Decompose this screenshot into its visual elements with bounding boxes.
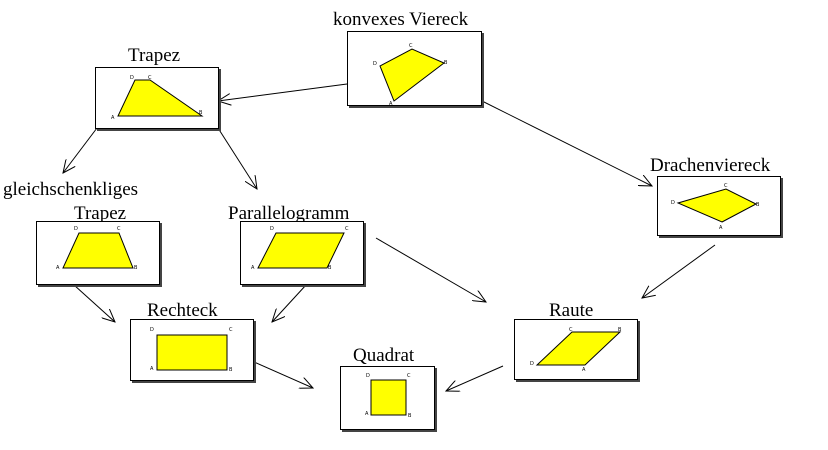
parallel-vertex-a: A xyxy=(251,265,255,271)
konvex-shape: A B C D xyxy=(373,43,448,105)
raute-vertex-c: C xyxy=(569,327,573,333)
raute-box: D A B C xyxy=(514,319,638,380)
gleich-title-line1: gleichschenkliges xyxy=(3,179,139,200)
arrow-konvex-to-drachen xyxy=(481,100,652,186)
parallel-shape: A B C D xyxy=(251,226,349,271)
konvex-vertex-d: D xyxy=(373,61,377,67)
trapez-box: A B C D xyxy=(95,67,219,129)
drachen-vertex-c: C xyxy=(724,183,728,189)
trapez-shape: A B C D xyxy=(111,75,204,121)
rechteck-vertex-c: C xyxy=(229,327,233,333)
trapez-vertex-a: A xyxy=(111,115,115,121)
quadrat-box: A B C D xyxy=(340,366,435,430)
arrow-konvex-to-trapez xyxy=(218,83,348,101)
raute-vertex-a: A xyxy=(582,367,586,373)
gleich-title-line2: Trapez xyxy=(74,203,127,224)
parallel-vertex-c: C xyxy=(345,226,349,232)
gleich-shape: A B C D xyxy=(56,226,138,271)
rechteck-vertex-d: D xyxy=(150,327,154,333)
quadrat-title: Quadrat xyxy=(353,345,415,366)
drachen-vertex-a: A xyxy=(719,225,723,231)
trapez-vertex-b: B xyxy=(199,110,203,116)
rechteck-title: Rechteck xyxy=(147,300,218,321)
konvex-box: A B C D xyxy=(347,31,482,106)
arrow-trapez-to-gleich xyxy=(63,127,98,173)
gleich-vertex-b: B xyxy=(134,265,138,271)
konvex-vertex-a: A xyxy=(389,101,393,105)
raute-shape: D A B C xyxy=(530,327,622,373)
parallel-vertex-d: D xyxy=(270,226,274,232)
arrow-rechteck-to-quadrat xyxy=(253,361,313,388)
drachen-shape: A B C D xyxy=(671,183,760,231)
raute-vertex-d: D xyxy=(530,361,534,367)
quadrat-shape: A B C D xyxy=(365,373,412,419)
gleich-vertex-a: A xyxy=(56,265,60,271)
trapez-vertex-c: C xyxy=(148,75,152,81)
arrow-raute-to-quadrat xyxy=(446,365,504,391)
trapez-title: Trapez xyxy=(128,45,181,66)
quadrat-vertex-b: B xyxy=(408,413,412,419)
rechteck-vertex-b: B xyxy=(229,367,233,373)
rechteck-vertex-a: A xyxy=(150,366,154,372)
quadrat-vertex-c: C xyxy=(407,373,411,379)
konvex-vertex-c: C xyxy=(409,43,413,49)
parallel-title: Parallelogramm xyxy=(228,203,350,224)
arrow-parallel-to-rechteck xyxy=(272,284,307,322)
arrow-parallel-to-raute xyxy=(375,237,486,302)
raute-title: Raute xyxy=(549,300,594,321)
rechteck-box: A B C D xyxy=(130,319,254,381)
trapez-vertex-d: D xyxy=(130,75,134,81)
drachen-vertex-b: B xyxy=(756,202,760,208)
quadrat-vertex-d: D xyxy=(366,373,370,379)
drachen-title: Drachenviereck xyxy=(650,155,771,176)
arrow-drachen-to-raute xyxy=(642,244,716,298)
raute-vertex-b: B xyxy=(618,327,622,333)
drachen-vertex-d: D xyxy=(671,200,675,206)
quadrat-vertex-a: A xyxy=(365,411,369,417)
rechteck-shape: A B C D xyxy=(150,327,233,373)
drachen-box: A B C D xyxy=(657,176,781,236)
konvex-title: konvexes Viereck xyxy=(333,9,469,30)
arrow-trapez-to-parallel xyxy=(217,127,257,189)
parallel-vertex-b: B xyxy=(328,265,332,271)
konvex-vertex-b: B xyxy=(444,60,448,66)
parallel-box: A B C D xyxy=(240,221,364,285)
gleich-vertex-d: D xyxy=(74,226,78,232)
arrow-gleich-to-rechteck xyxy=(73,284,115,322)
gleich-vertex-c: C xyxy=(117,226,121,232)
gleich-box: A B C D xyxy=(36,221,160,285)
